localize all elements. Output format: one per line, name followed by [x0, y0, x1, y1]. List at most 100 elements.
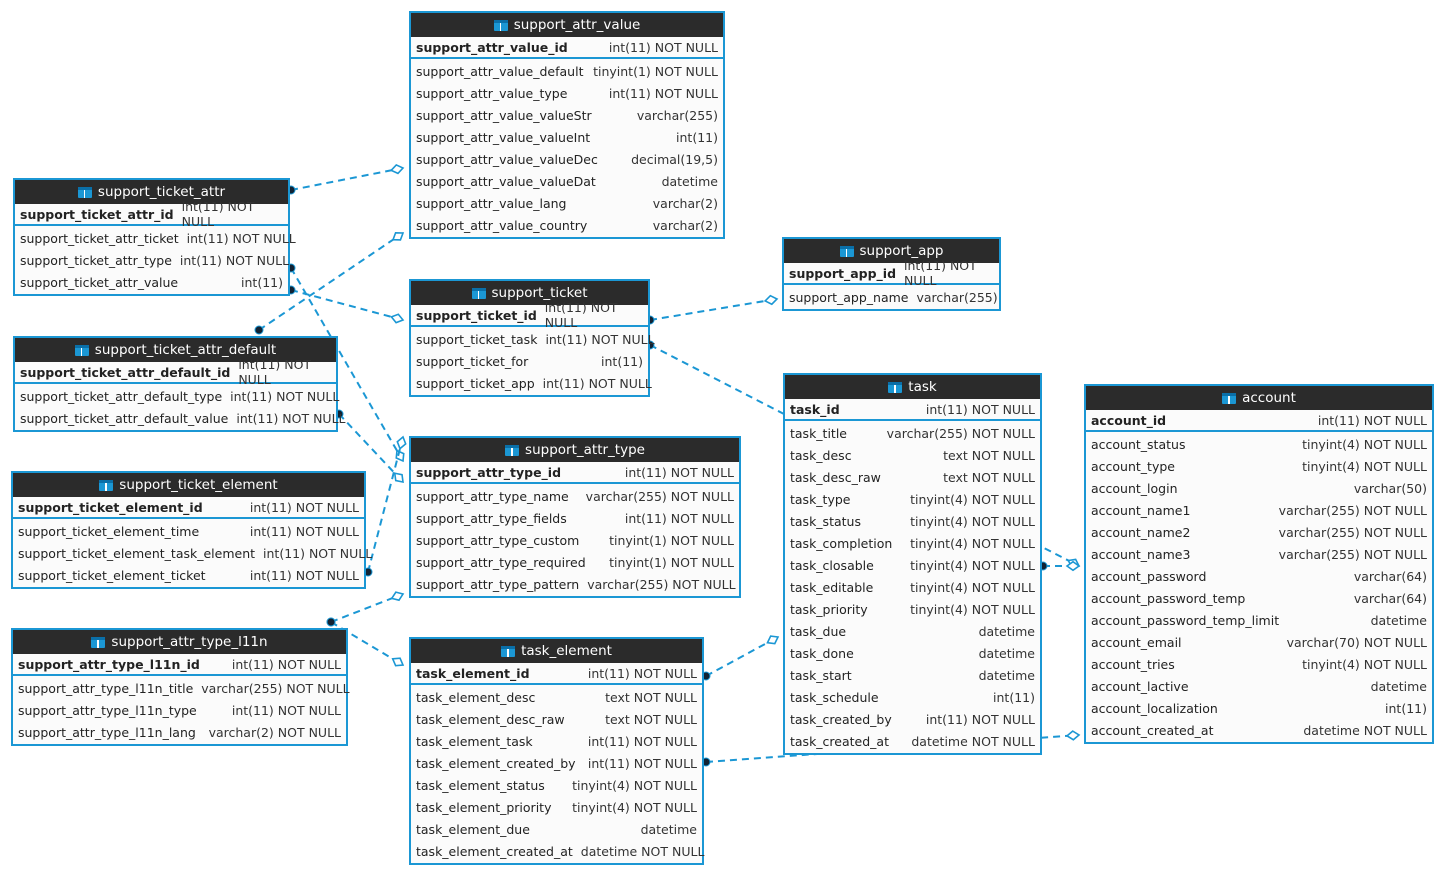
column-name: support_ticket_attr_id: [20, 206, 174, 222]
column-name: support_attr_value_valueInt: [416, 129, 591, 145]
entity-header-task_element: task_element: [411, 639, 702, 663]
column-row: support_attr_type_l11n_title varchar(255)…: [13, 677, 350, 699]
column-type: text NOT NULL: [605, 689, 697, 705]
column-type: int(11) NOT NULL: [249, 499, 359, 515]
relationship-support_ticket_app-to-support_app: [645, 294, 779, 325]
column-type: int(11) NOT NULL: [181, 199, 255, 229]
relationship-support_attr_type_l11n_type-to-support_attr_type: [326, 591, 405, 627]
entity-title: support_attr_type_l11n: [111, 634, 268, 650]
entity-header-account: account: [1086, 386, 1432, 410]
column-name: account_name3: [1091, 546, 1191, 562]
table-icon: [99, 479, 114, 491]
column-name: support_ticket_attr_default_id: [20, 364, 231, 380]
column-name: support_attr_value_lang: [416, 195, 567, 211]
column-type: varchar(255) NOT NULL: [201, 680, 350, 696]
column-type: tinyint(4) NOT NULL: [910, 535, 1035, 551]
table-icon: [505, 444, 520, 456]
relationship-support_ticket_attr_value-to-support_attr_value: [286, 163, 405, 195]
column-type: tinyint(4) NOT NULL: [910, 557, 1035, 573]
column-type: int(11) NOT NULL: [624, 464, 734, 480]
column-type: int(11) NOT NULL: [231, 702, 341, 718]
column-name: account_lactive: [1091, 678, 1189, 694]
entity-support_attr_type_l11n[interactable]: support_attr_type_l11n support_attr_type_…: [11, 628, 350, 746]
column-type: tinyint(4) NOT NULL: [910, 601, 1035, 617]
entity-header-support_app: support_app: [784, 239, 999, 263]
column-type: text NOT NULL: [605, 711, 697, 727]
entity-header-task: task: [785, 375, 1040, 399]
column-name: task_element_created_at: [416, 843, 573, 859]
table-icon: [1222, 392, 1237, 404]
column-type: varchar(255): [916, 289, 998, 305]
column-type: varchar(255) NOT NULL: [587, 576, 736, 592]
column-type: varchar(64): [1353, 590, 1427, 606]
entity-header-support_ticket_element: support_ticket_element: [13, 473, 364, 497]
column-type: tinyint(4) NOT NULL: [1302, 656, 1427, 672]
column-name: support_ticket_element_time: [18, 523, 200, 539]
column-name: account_password_temp_limit: [1091, 612, 1280, 628]
column-name: support_ticket_app: [416, 375, 535, 391]
entity-title: support_ticket_attr: [97, 184, 226, 200]
column-name: task_element_due: [416, 821, 530, 837]
column-type: int(11) NOT NULL: [249, 567, 359, 583]
column-name: task_desc: [790, 447, 852, 463]
relationship-support_ticket_attr_ticket-to-support_ticket: [286, 285, 405, 324]
column-name: task_done: [790, 645, 854, 661]
column-type: int(11): [676, 129, 718, 145]
column-name: support_attr_type_l11n_title: [18, 680, 194, 696]
column-name: support_ticket_element_task_element: [18, 545, 256, 561]
entity-title: task: [908, 379, 937, 395]
column-name: support_attr_type_fields: [416, 510, 567, 526]
column-type: datetime NOT NULL: [911, 733, 1035, 749]
column-list: support_ticket_element_time int(11) NOT N…: [13, 519, 372, 587]
column-name: support_attr_value_country: [416, 217, 588, 233]
table-icon: [493, 19, 508, 31]
entity-title: support_attr_value: [513, 17, 641, 33]
column-name: support_ticket_task: [416, 331, 538, 347]
column-type: int(11) NOT NULL: [263, 545, 373, 561]
column-name: support_attr_type_required: [416, 554, 586, 570]
column-name: task_element_desc_raw: [416, 711, 565, 727]
table-icon: [501, 645, 516, 657]
column-type: datetime: [640, 821, 697, 837]
table-icon: [74, 344, 89, 356]
entity-support_ticket_attr[interactable]: support_ticket_attr support_ticket_attr_i…: [13, 178, 296, 296]
